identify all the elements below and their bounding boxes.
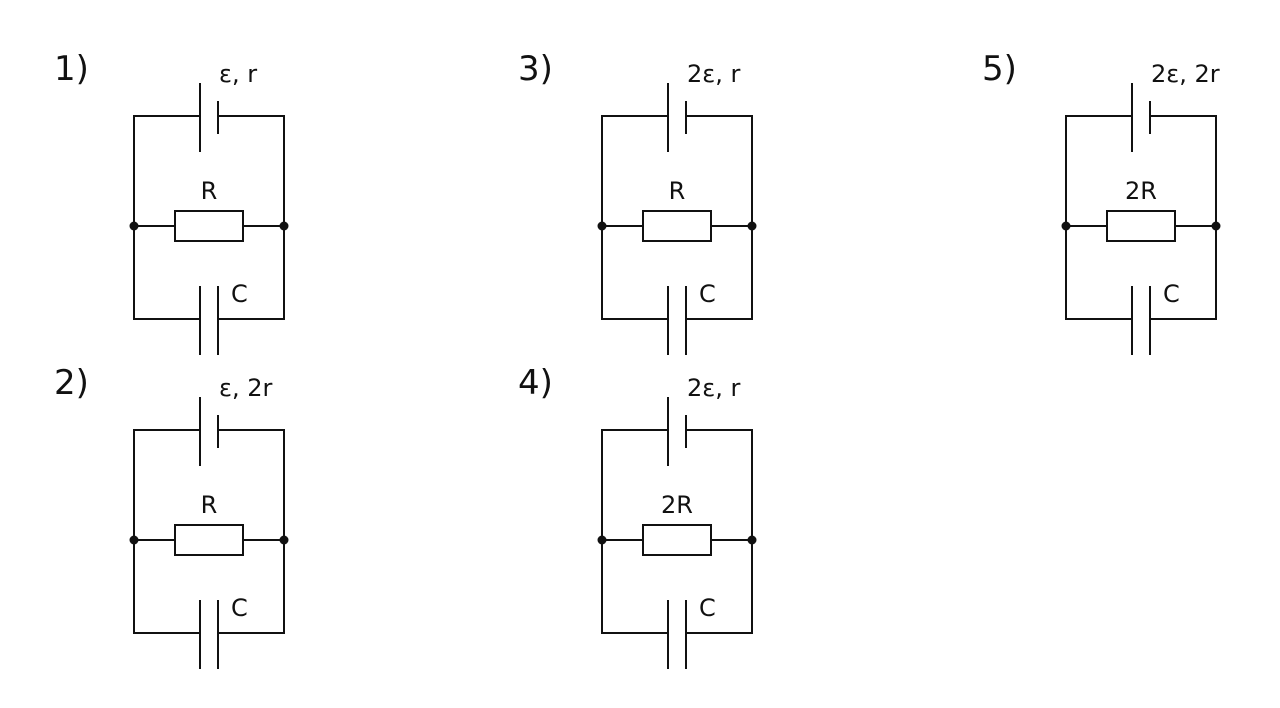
wire [686, 115, 753, 320]
resistor [1106, 210, 1176, 242]
wire [601, 429, 668, 634]
wire [133, 115, 200, 320]
circuit-number: 2) [54, 363, 89, 403]
circuit-5: 5) 2ε, 2r 2R C [982, 49, 1221, 355]
circuit-4: 4) 2ε, r 2R C [518, 363, 757, 669]
junction-dot [747, 221, 757, 231]
source-label: 2ε, r [687, 60, 741, 88]
circuit-3: 3) 2ε, r R C [518, 49, 757, 355]
wire [686, 429, 753, 634]
source-label: ε, r [219, 60, 257, 88]
circuit-number: 3) [518, 49, 553, 89]
resistor-label: R [669, 177, 686, 205]
capacitor-label: C [231, 280, 248, 308]
junction-dot [129, 535, 139, 545]
junction-dot [1061, 221, 1071, 231]
capacitor-label: C [699, 280, 716, 308]
wire [218, 429, 285, 634]
circuit-number: 5) [982, 49, 1017, 89]
resistor-label: R [201, 491, 218, 519]
circuit-number: 1) [54, 49, 89, 89]
resistor-label: 2R [661, 491, 693, 519]
resistor [642, 524, 712, 556]
wire [218, 115, 285, 320]
wire [601, 115, 668, 320]
resistor [642, 210, 712, 242]
junction-dot [747, 535, 757, 545]
capacitor-label: C [1163, 280, 1180, 308]
circuit-2: 2) ε, 2r R C [54, 363, 289, 669]
wire [1065, 115, 1132, 320]
wire [1150, 115, 1217, 320]
junction-dot [597, 535, 607, 545]
resistor [174, 210, 244, 242]
wire [133, 429, 200, 634]
circuit-number: 4) [518, 363, 553, 403]
circuit-1: 1) ε, r R C [54, 49, 289, 355]
capacitor-label: C [699, 594, 716, 622]
source-label: 2ε, 2r [1151, 60, 1220, 88]
junction-dot [597, 221, 607, 231]
resistor-label: 2R [1125, 177, 1157, 205]
source-label: ε, 2r [219, 374, 273, 402]
resistor-label: R [201, 177, 218, 205]
junction-dot [279, 535, 289, 545]
junction-dot [279, 221, 289, 231]
junction-dot [1211, 221, 1221, 231]
source-label: 2ε, r [687, 374, 741, 402]
capacitor-label: C [231, 594, 248, 622]
junction-dot [129, 221, 139, 231]
resistor [174, 524, 244, 556]
